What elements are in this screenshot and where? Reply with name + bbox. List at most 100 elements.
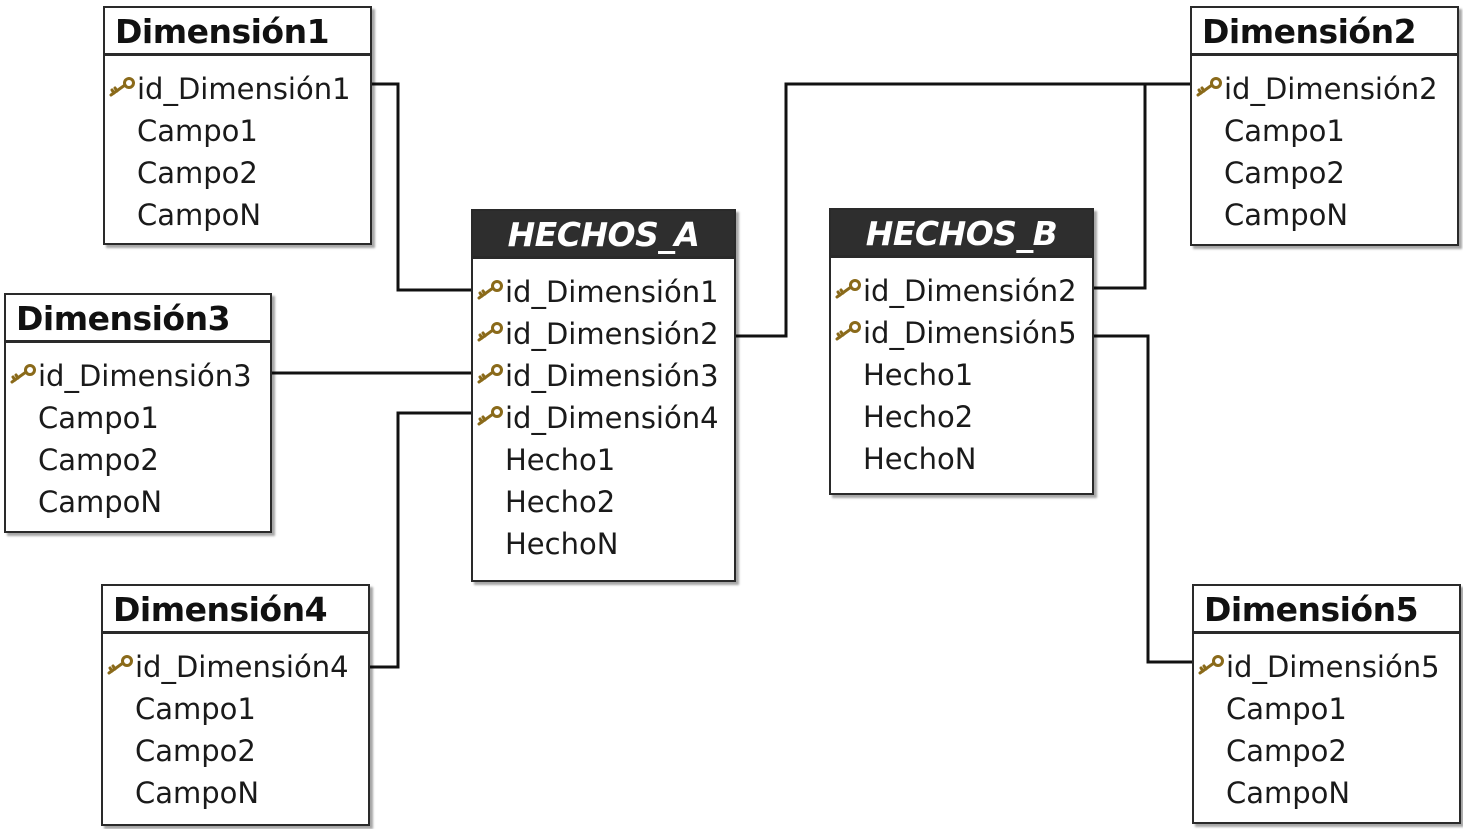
key-field: id_Dimensión2 [1192, 68, 1457, 110]
key-field: id_Dimensión1 [105, 68, 370, 110]
field-label: id_Dimensión4 [135, 650, 349, 684]
field-label: id_Dimensión2 [505, 317, 719, 351]
rel-line-dim4-hechos-a [368, 411, 478, 669]
key-icon [477, 406, 503, 426]
field: HechoN [473, 523, 734, 565]
field: Campo2 [6, 439, 270, 481]
rel-line-dim2-hechos-b [1092, 84, 1147, 290]
field: Hecho2 [831, 396, 1092, 438]
field-label: Hecho2 [863, 400, 974, 434]
field-label: Campo1 [135, 692, 256, 726]
key-icon [1198, 655, 1224, 675]
field-label: Campo2 [1224, 156, 1345, 190]
field: Hecho2 [473, 481, 734, 523]
key-field: id_Dimensión5 [831, 312, 1092, 354]
key-icon [477, 280, 503, 300]
field: Campo1 [105, 110, 370, 152]
field-label: id_Dimensión2 [863, 274, 1077, 308]
key-icon [835, 321, 861, 341]
key-field: id_Dimensión2 [831, 270, 1092, 312]
table-title: Dimensión3 [6, 295, 270, 343]
field-label: Campo2 [137, 156, 258, 190]
field: HechoN [831, 438, 1092, 480]
field-label: Hecho2 [505, 485, 616, 519]
key-icon [1196, 77, 1222, 97]
field-label: Campo1 [1224, 114, 1345, 148]
key-icon [10, 364, 36, 384]
field-label: Campo1 [1226, 692, 1347, 726]
field-label: CampoN [1226, 776, 1351, 810]
rel-line-dim1-hechos-a [370, 82, 478, 292]
table-title: Dimensión1 [105, 8, 370, 56]
key-icon [477, 322, 503, 342]
field-label: CampoN [135, 776, 260, 810]
key-icon [107, 655, 133, 675]
table-title: Dimensión5 [1194, 586, 1459, 634]
field-label: id_Dimensión1 [137, 72, 351, 106]
field: Campo1 [103, 688, 368, 730]
field: Hecho1 [473, 439, 734, 481]
field: CampoN [6, 481, 270, 523]
key-field: id_Dimensión3 [473, 355, 734, 397]
field-label: Hecho1 [863, 358, 974, 392]
key-field: id_Dimensión2 [473, 313, 734, 355]
table-title: Dimensión2 [1192, 8, 1457, 56]
field: Campo2 [103, 730, 368, 772]
field-label: CampoN [137, 198, 262, 232]
field: CampoN [105, 194, 370, 236]
key-field: id_Dimensión4 [103, 646, 368, 688]
field: CampoN [1194, 772, 1459, 814]
key-icon [477, 364, 503, 384]
field-label: id_Dimensión4 [505, 401, 719, 435]
table-title: Dimensión4 [103, 586, 368, 634]
field: Campo1 [1192, 110, 1457, 152]
field: CampoN [1192, 194, 1457, 236]
key-field: id_Dimensión4 [473, 397, 734, 439]
field-label: id_Dimensión3 [505, 359, 719, 393]
field-label: id_Dimensión1 [505, 275, 719, 309]
field-label: Campo2 [38, 443, 159, 477]
rel-line-dim2-hechos-a [734, 82, 1194, 338]
field-label: id_Dimensión2 [1224, 72, 1438, 106]
field-label: CampoN [1224, 198, 1349, 232]
field-label: HechoN [505, 527, 619, 561]
rel-line-dim5-hechos-b [1092, 334, 1196, 664]
field-label: Hecho1 [505, 443, 616, 477]
field: Campo2 [1194, 730, 1459, 772]
field-label: Campo1 [38, 401, 159, 435]
key-icon [109, 77, 135, 97]
field: Hecho1 [831, 354, 1092, 396]
key-field: id_Dimensión1 [473, 271, 734, 313]
field-label: id_Dimensión5 [1226, 650, 1440, 684]
field: Campo2 [1192, 152, 1457, 194]
field-label: CampoN [38, 485, 163, 519]
key-field: id_Dimensión3 [6, 355, 270, 397]
field-label: Campo2 [1226, 734, 1347, 768]
field-label: HechoN [863, 442, 977, 476]
field-label: id_Dimensión5 [863, 316, 1077, 350]
key-icon [835, 279, 861, 299]
field: Campo2 [105, 152, 370, 194]
field-label: Campo1 [137, 114, 258, 148]
field-label: id_Dimensión3 [38, 359, 252, 393]
field-label: Campo2 [135, 734, 256, 768]
table-title: HECHOS_B [831, 210, 1092, 258]
field: Campo1 [1194, 688, 1459, 730]
key-field: id_Dimensión5 [1194, 646, 1459, 688]
